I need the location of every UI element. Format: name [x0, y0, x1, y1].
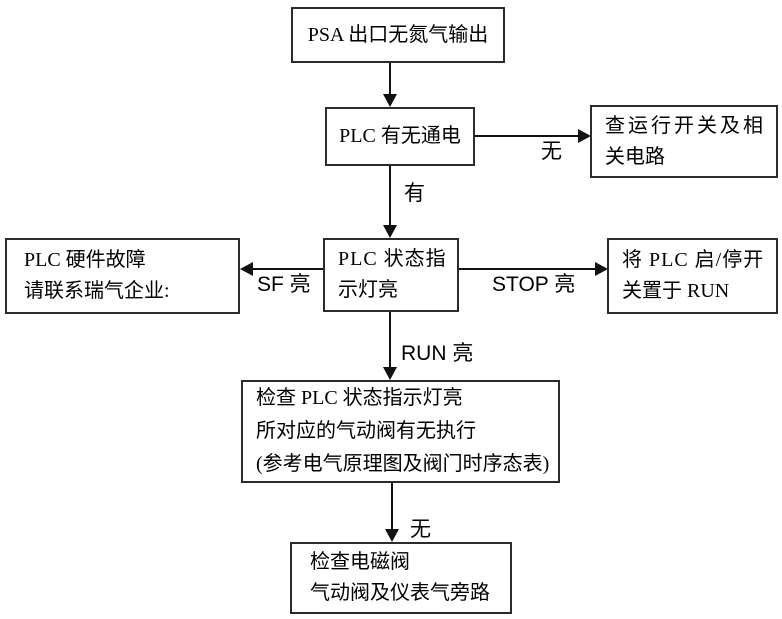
edge-label-stop-on: STOP 亮 — [492, 273, 576, 297]
node-plc-status-line1: PLC 状态指 — [338, 248, 447, 270]
arrow-down-to-check-valve-icon — [383, 367, 397, 380]
node-run-switch-line2: 关置于 RUN — [622, 280, 730, 302]
connector-psa-to-power-line — [389, 63, 391, 96]
connector-power-no-line — [475, 135, 578, 137]
connector-exec-no-line — [391, 483, 393, 531]
node-hw-fault-line2: 请联系瑞气企业: — [24, 280, 170, 302]
node-check-valve-line1: 检查 PLC 状态指示灯亮 — [256, 387, 463, 409]
connector-power-yes-line — [389, 166, 391, 227]
arrow-right-to-run-switch-icon — [595, 262, 608, 276]
connector-run-line — [389, 312, 391, 369]
node-plc-status: PLC 状态指 示灯亮 — [323, 238, 459, 312]
arrow-down-to-plc-power-icon — [383, 94, 397, 107]
node-psa-no-output: PSA 出口无氮气输出 — [291, 7, 505, 63]
node-check-switch-line2: 关电路 — [605, 145, 665, 168]
node-check-valve-line3: (参考电气原理图及阀门时序态表) — [256, 453, 550, 475]
arrow-left-to-hw-fault-icon — [240, 262, 253, 276]
node-solenoid-bypass-line2: 气动阀及仪表气旁路 — [310, 582, 490, 604]
edge-label-run-on: RUN 亮 — [401, 342, 474, 366]
node-check-switch-line1: 查运行开关及相 — [605, 114, 766, 137]
edge-label-power-yes: 有 — [404, 181, 425, 205]
edge-label-exec-no: 无 — [410, 517, 431, 541]
node-run-switch: 将 PLC 启/停开 关置于 RUN — [607, 238, 778, 314]
connector-sf-line — [252, 268, 323, 270]
node-psa-no-output-text: PSA 出口无氮气输出 — [307, 23, 489, 46]
connector-stop-line — [459, 268, 595, 270]
arrow-down-to-solenoid-icon — [385, 529, 399, 542]
node-run-switch-line1: 将 PLC 启/停开 — [622, 249, 765, 271]
node-hw-fault: PLC 硬件故障 请联系瑞气企业: — [5, 238, 240, 314]
edge-label-sf-on: SF 亮 — [257, 273, 311, 297]
edge-label-power-no: 无 — [541, 139, 562, 163]
node-check-valve: 检查 PLC 状态指示灯亮 所对应的气动阀有无执行 (参考电气原理图及阀门时序态… — [241, 380, 560, 483]
node-hw-fault-line1: PLC 硬件故障 — [24, 249, 146, 271]
node-plc-power-text: PLC 有无通电 — [339, 125, 461, 147]
node-solenoid-bypass: 检查电磁阀 气动阀及仪表气旁路 — [290, 542, 512, 614]
node-plc-status-line2: 示灯亮 — [338, 279, 398, 301]
node-plc-power: PLC 有无通电 — [325, 107, 475, 166]
node-check-valve-line2: 所对应的气动阀有无执行 — [256, 420, 476, 442]
node-solenoid-bypass-line1: 检查电磁阀 — [310, 551, 410, 573]
node-check-switch: 查运行开关及相 关电路 — [590, 105, 778, 178]
arrow-down-to-plc-status-icon — [383, 225, 397, 238]
arrow-right-to-check-switch-icon — [578, 129, 591, 143]
